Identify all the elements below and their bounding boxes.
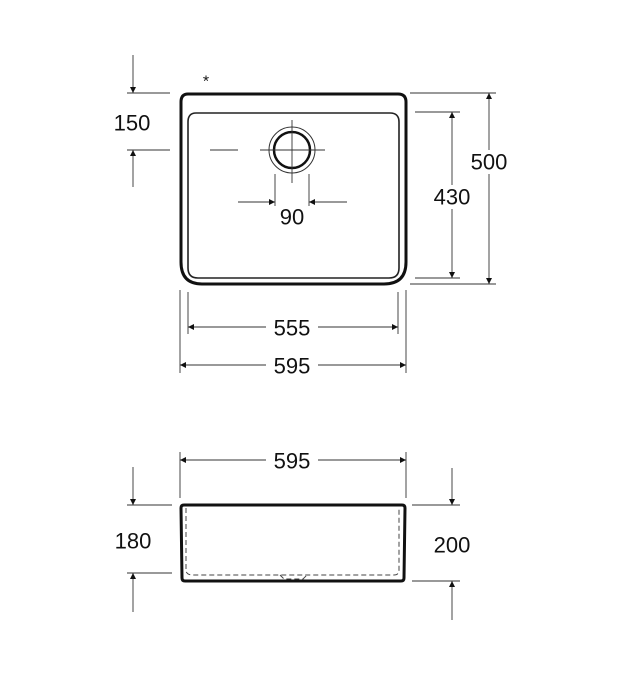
- note-asterisk: *: [203, 74, 209, 91]
- svg-text:500: 500: [471, 150, 508, 175]
- basin-hidden-outline: [185, 508, 400, 576]
- svg-text:430: 430: [434, 185, 471, 210]
- basin-inner-outline: [187, 112, 400, 279]
- dimension-drain-diameter: 90: [238, 174, 347, 230]
- dimension-drain-offset: 150: [114, 55, 170, 187]
- svg-text:90: 90: [280, 205, 304, 230]
- dimension-inner-depth: 430: [415, 111, 474, 279]
- sink-outer-outline: [179, 92, 408, 286]
- dimension-inner-height: 180: [115, 467, 172, 612]
- sink-side-outline: [179, 503, 407, 583]
- svg-text:595: 595: [274, 354, 311, 379]
- svg-text:180: 180: [115, 529, 152, 554]
- dimension-outer-height: 200: [412, 468, 470, 620]
- svg-text:595: 595: [274, 449, 311, 474]
- top-view: * 150 90 430: [114, 55, 511, 379]
- dimension-outer-depth: 500: [410, 92, 511, 285]
- svg-text:555: 555: [274, 316, 311, 341]
- dimension-inner-width: 555: [187, 292, 399, 341]
- drain-hidden-outline: [279, 574, 308, 580]
- dimension-side-width: 595: [179, 449, 407, 498]
- dimension-outer-width: 595: [179, 290, 407, 379]
- svg-text:150: 150: [114, 111, 151, 136]
- side-view: 595 180 200: [115, 449, 470, 620]
- svg-text:200: 200: [434, 533, 471, 558]
